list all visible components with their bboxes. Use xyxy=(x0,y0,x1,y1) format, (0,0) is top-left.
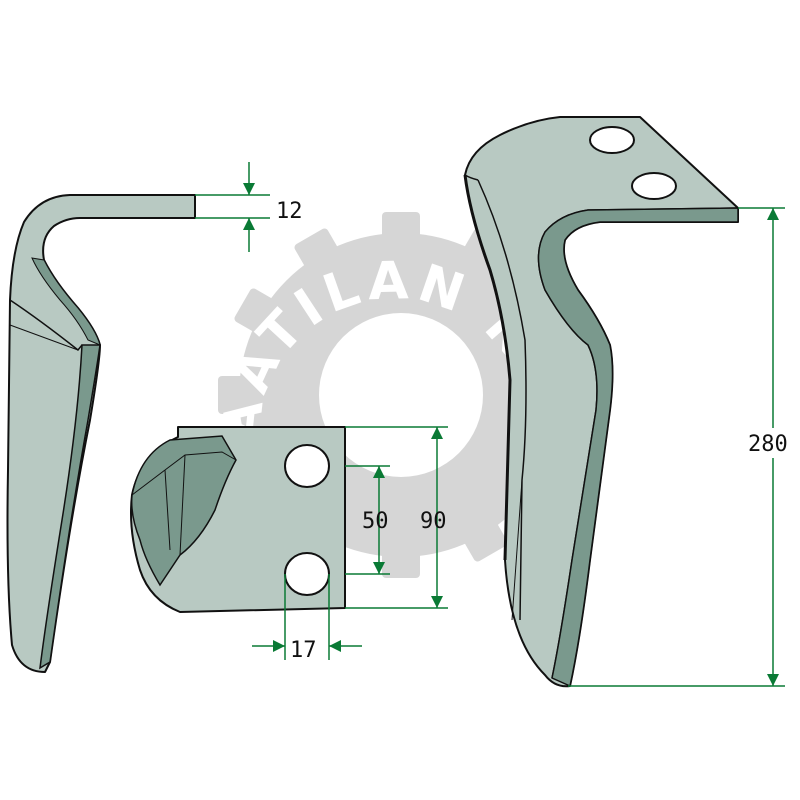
dimension-hole-offset: 17 xyxy=(252,574,362,663)
dimension-label-hole-offset: 17 xyxy=(290,638,317,663)
dimension-hole-spacing: 50 xyxy=(345,465,390,575)
dimension-label-hole-spacing: 50 xyxy=(362,509,389,534)
dimension-label-blade-height: 280 xyxy=(748,432,788,457)
dimension-thickness: 12 xyxy=(195,162,303,252)
blade-front-view xyxy=(463,116,739,688)
mount-hole-bottom xyxy=(284,552,330,596)
blade-hole-lower xyxy=(631,172,677,200)
dimension-label-plate-height: 90 xyxy=(420,509,447,534)
blade-side-view xyxy=(6,194,196,673)
blade-hole-upper xyxy=(589,126,635,154)
blade-mount-plate xyxy=(130,426,346,613)
dimension-plate-height: 90 xyxy=(345,426,448,609)
mount-hole-top xyxy=(284,444,330,488)
dimension-blade-height: 280 xyxy=(568,207,800,687)
dimension-label-thickness: 12 xyxy=(276,199,303,224)
